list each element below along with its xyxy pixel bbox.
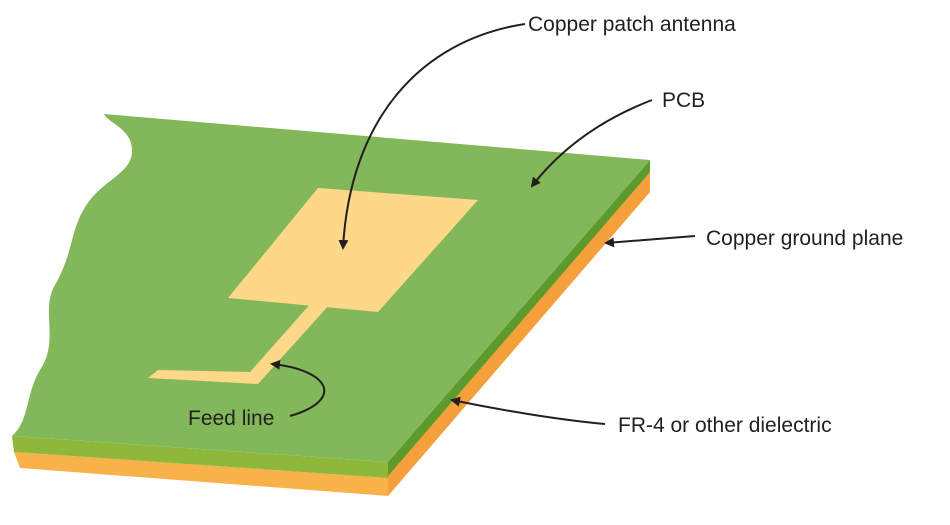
pcb-label: PCB [662, 89, 705, 112]
copper-patch [228, 188, 478, 312]
dielectric-side-edge [388, 172, 650, 496]
dielectric-arrow [450, 396, 606, 425]
ground-plane-bottom [14, 452, 388, 496]
pcb-arrow [530, 99, 653, 188]
patch-label: Copper patch antenna [528, 13, 736, 36]
dielectric-label: FR-4 or other dielectric [618, 414, 832, 437]
patch-arrow [338, 23, 526, 250]
feed-line [148, 302, 330, 384]
feed-label: Feed line [188, 407, 274, 430]
ground-arrow [604, 235, 696, 248]
ground-label: Copper ground plane [706, 227, 903, 250]
feed-arrow [270, 359, 326, 417]
board-bottom-sliver [12, 436, 388, 478]
